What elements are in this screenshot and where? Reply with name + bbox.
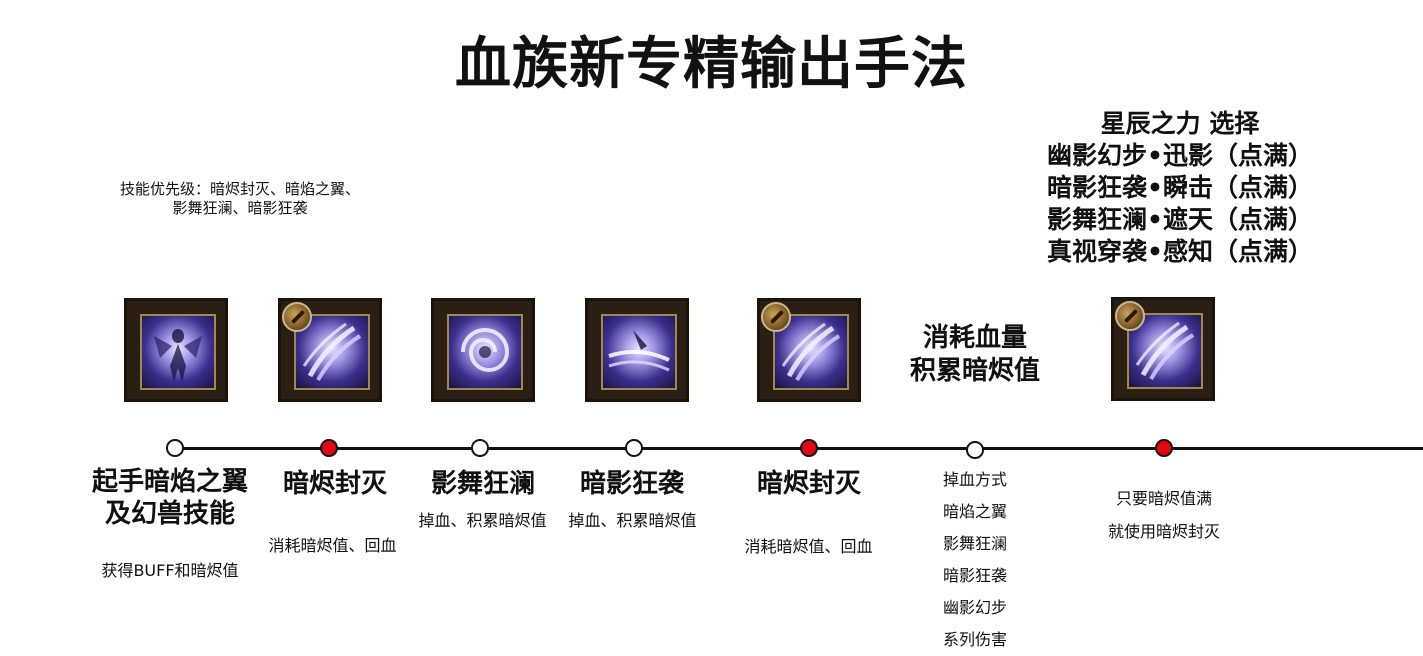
star-power-option: 幽影幻步•迅影（点满） <box>1047 141 1313 170</box>
step-label-opener: 起手暗焰之翼 及幻兽技能 <box>70 466 270 530</box>
skill-priority-line-2: 影舞狂澜、暗影狂袭 <box>172 199 308 217</box>
bleed-methods-list: 掉血方式 暗焰之翼 影舞狂澜 暗影狂袭 幽影幻步 系列伤害 <box>915 464 1035 656</box>
page-title: 血族新专精输出手法 <box>455 32 968 97</box>
consume-note-line-2: 积累暗烬值 <box>909 356 1040 386</box>
timeline-node-shadow-strike <box>625 439 643 457</box>
timeline-node-ember-seal-3 <box>1155 439 1173 457</box>
step-desc-shadow-dance: 掉血、积累暗烬值 <box>418 511 547 530</box>
timeline-line <box>175 447 1423 450</box>
final-note-line-1: 只要暗烬值满 <box>1115 489 1212 508</box>
bleed-methods-heading: 掉血方式 <box>942 470 1007 489</box>
skill-icon-ember-seal-1 <box>278 298 382 402</box>
timeline-node-shadow-dance <box>471 439 489 457</box>
step-desc-ember-seal-1: 消耗暗烬值、回血 <box>268 536 397 555</box>
skill-icon-shadow-dance <box>431 298 535 402</box>
step-desc-ember-seal-2: 消耗暗烬值、回血 <box>744 537 873 556</box>
timeline-node-ember-seal-2 <box>800 439 818 457</box>
final-note: 只要暗烬值满 就使用暗烬封灭 <box>1084 482 1244 548</box>
timeline-node-bleed <box>966 441 984 459</box>
list-item: 暗影狂袭 <box>942 566 1007 585</box>
skill-priority-line-1: 技能优先级：暗烬封灭、暗焰之翼、 <box>119 180 360 198</box>
skill-icon-ember-seal-3 <box>1111 297 1215 401</box>
step-label-line-1: 起手暗焰之翼 <box>91 467 248 497</box>
star-power-option: 暗影狂袭•瞬击（点满） <box>1047 173 1313 202</box>
list-item: 幽影幻步 <box>942 598 1007 617</box>
star-power-heading: 星辰之力 选择 <box>1100 109 1260 138</box>
star-power-selection: 星辰之力 选择 幽影幻步•迅影（点满） 暗影狂袭•瞬击（点满） 影舞狂澜•遮天（… <box>1030 108 1330 268</box>
step-desc-opener: 获得BUFF和暗烬值 <box>101 561 239 580</box>
skill-priority-note: 技能优先级：暗烬封灭、暗焰之翼、 影舞狂澜、暗影狂袭 <box>95 180 385 218</box>
step-label-shadow-dance: 影舞狂澜 <box>430 469 535 499</box>
star-power-option: 真视穿袭•感知（点满） <box>1047 237 1313 266</box>
step-desc-shadow-strike: 掉血、积累暗烬值 <box>568 511 697 530</box>
list-item: 暗焰之翼 <box>942 502 1007 521</box>
claw-slash-icon <box>294 314 370 390</box>
dagger-badge-icon <box>1115 301 1145 331</box>
step-label-ember-seal-2: 暗烬封灭 <box>756 469 861 499</box>
star-power-option: 影舞狂澜•遮天（点满） <box>1047 205 1313 234</box>
skill-icon-shadow-strike <box>585 298 689 402</box>
blade-slash-icon <box>601 314 677 390</box>
figure-icon <box>140 314 216 390</box>
skill-icon-wings <box>124 298 228 402</box>
step-label-shadow-strike: 暗影狂袭 <box>579 469 684 499</box>
dagger-badge-icon <box>761 302 791 332</box>
skill-icon-ember-seal-2 <box>757 298 861 402</box>
step-label-ember-seal-1: 暗烬封灭 <box>282 469 387 499</box>
claw-slash-icon <box>773 314 849 390</box>
timeline-node-ember-seal-1 <box>320 439 338 457</box>
consume-note: 消耗血量 积累暗烬值 <box>895 322 1055 388</box>
dagger-badge-icon <box>282 302 312 332</box>
swirl-icon <box>447 314 523 390</box>
consume-note-line-1: 消耗血量 <box>922 323 1027 353</box>
list-item: 影舞狂澜 <box>942 534 1007 553</box>
timeline-node-start <box>166 439 184 457</box>
list-item: 系列伤害 <box>942 630 1007 649</box>
step-label-line-2: 及幻兽技能 <box>104 499 235 529</box>
final-note-line-2: 就使用暗烬封灭 <box>1107 522 1220 541</box>
